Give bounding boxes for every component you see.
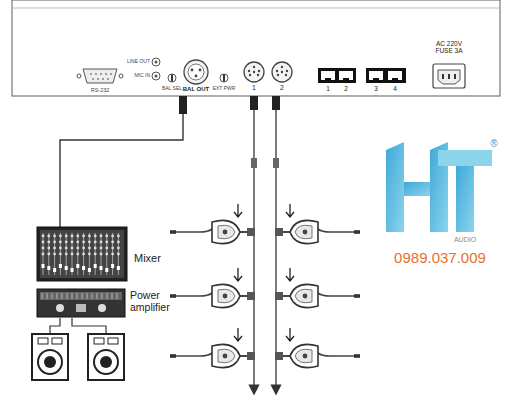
node-label: Power amplifier [130, 290, 186, 313]
mixer: Mixer [36, 226, 176, 284]
port-label: RS-232 [91, 87, 110, 93]
power-amplifier-picture [36, 288, 126, 318]
switch-label: BAL SEL [162, 86, 182, 92]
port-number: 4 [393, 85, 397, 92]
port-label: LINE OUT [127, 59, 150, 65]
port-label: MIC IN [134, 73, 150, 79]
node-label: Mixer [134, 252, 161, 264]
port-number: 1 [252, 84, 256, 92]
watermark-phone: 0989.037.009 [394, 250, 486, 267]
mixer-picture [36, 226, 128, 282]
switch-label: EXT PWR [213, 86, 236, 92]
port-number: 3 [374, 85, 378, 92]
power-rating: AC 220V FUSE 3A [431, 40, 467, 54]
port-number: 2 [280, 84, 284, 92]
watermark-text: AUDIO [454, 236, 476, 244]
watermark-mark: ® [490, 138, 497, 149]
port-number: 2 [344, 85, 348, 92]
port-label: BAL OUT [183, 86, 210, 93]
power-amplifier: Power amplifier [36, 288, 186, 320]
port-number: 1 [326, 85, 330, 92]
